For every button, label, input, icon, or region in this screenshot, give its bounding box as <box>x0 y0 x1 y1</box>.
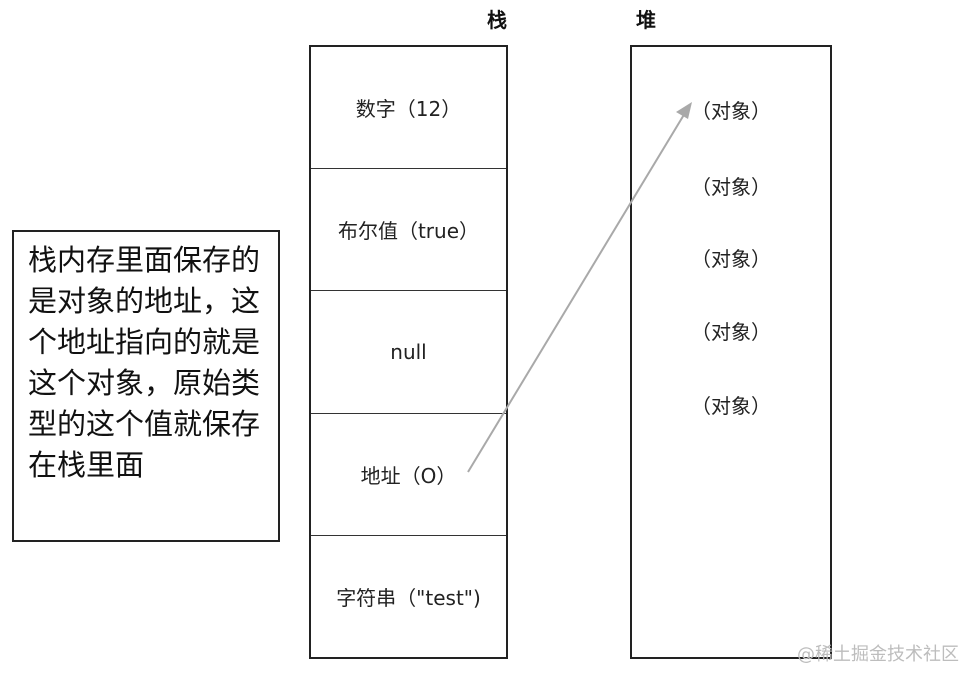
stack-cell-number: 数字（12） <box>311 47 506 170</box>
stack-cell-address: 地址（O） <box>311 414 506 536</box>
stack-cell-null: null <box>311 291 506 414</box>
watermark: @稀土掘金技术社区 <box>797 644 959 665</box>
explanation-note: 栈内存里面保存的是对象的地址，这个地址指向的就是这个对象，原始类型的这个值就保存… <box>12 230 280 542</box>
stack-cell-string: 字符串（"test") <box>336 585 481 610</box>
stack-column: 数字（12） 布尔值（true） null 地址（O） 字符串（"test") <box>309 45 508 659</box>
heap-column: （对象） （对象） （对象） （对象） （对象） <box>630 45 832 659</box>
heap-object-2: （对象） <box>691 175 771 199</box>
heap-object-4: （对象） <box>691 320 771 344</box>
heap-object-5: （对象） <box>691 394 771 418</box>
heap-object-1: （对象） <box>691 99 771 123</box>
heap-title: 堆 <box>636 8 656 32</box>
stack-title: 栈 <box>487 8 507 32</box>
stack-cell-boolean: 布尔值（true） <box>311 169 506 292</box>
heap-object-3: （对象） <box>691 247 771 271</box>
